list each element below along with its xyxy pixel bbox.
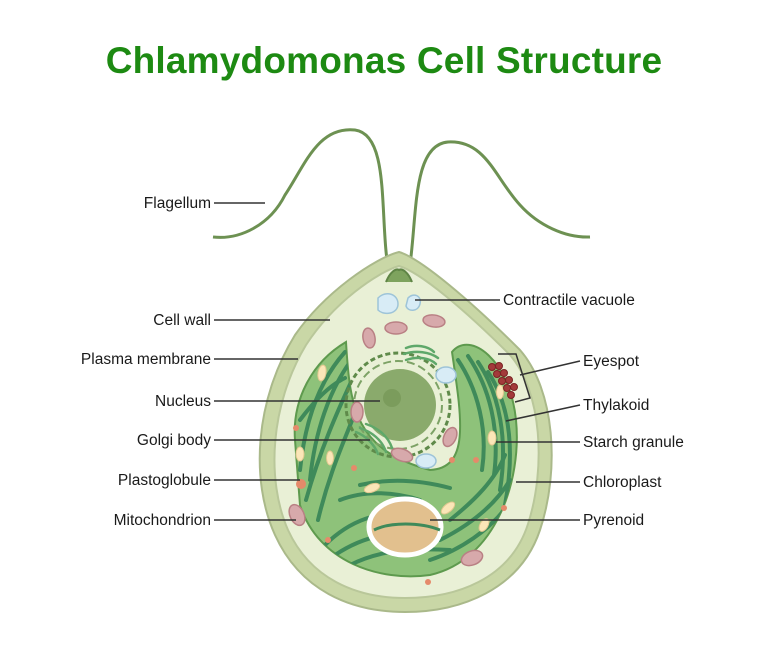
diagram-title: Chlamydomonas Cell Structure — [105, 40, 663, 81]
label-mitochondrion: Mitochondrion — [114, 512, 211, 529]
label-golgi-body: Golgi body — [137, 432, 211, 449]
label-thylakoid: Thylakoid — [583, 397, 649, 414]
mitochondria — [288, 314, 484, 567]
label-pyrenoid: Pyrenoid — [583, 512, 644, 529]
label-flagellum: Flagellum — [144, 195, 211, 212]
contractile-vacuoles — [377, 293, 457, 469]
plastoglobules — [293, 425, 507, 585]
eyespot — [488, 362, 518, 399]
flagellum-right — [406, 140, 591, 279]
label-eyespot: Eyespot — [583, 353, 640, 370]
label-chloroplast: Chloroplast — [583, 474, 662, 491]
leader-lines — [214, 202, 581, 521]
flagellum-left — [212, 128, 392, 279]
label-cell-wall: Cell wall — [153, 312, 211, 329]
label-plasma-membrane: Plasma membrane — [81, 351, 211, 368]
starch-granules — [295, 364, 504, 532]
label-plastoglobule: Plastoglobule — [118, 472, 211, 489]
label-nucleus: Nucleus — [155, 393, 211, 410]
label-contractile-vacuole: Contractile vacuole — [503, 292, 635, 309]
pyrenoid — [366, 496, 444, 558]
label-starch-granule: Starch granule — [583, 434, 684, 451]
